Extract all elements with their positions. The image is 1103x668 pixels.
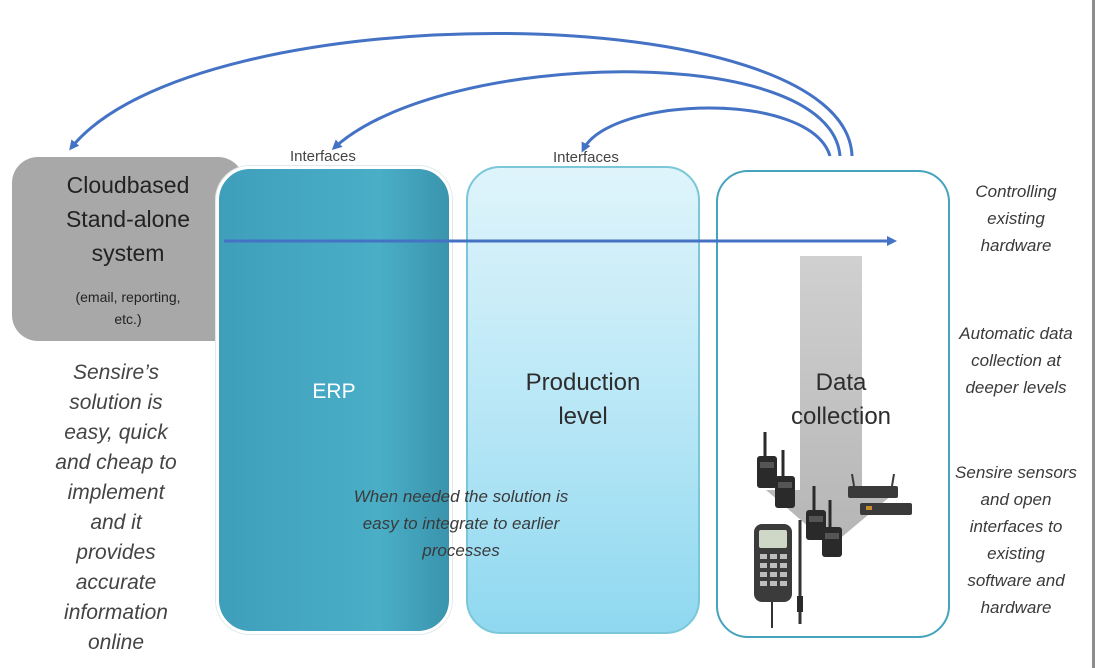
- gateway-device-icon: [848, 473, 912, 515]
- side-note-line: Sensire sensors: [955, 463, 1077, 482]
- side-note-line: hardware: [980, 598, 1052, 617]
- cloud-title-line: system: [91, 240, 165, 266]
- side-note-line: interfaces to: [969, 517, 1063, 536]
- upward-funnel-arrow: [766, 256, 898, 546]
- sensor-logger-icon: [757, 432, 777, 488]
- data-collection-label: Data collection: [756, 366, 926, 434]
- side-note-line: Controlling: [975, 182, 1057, 201]
- note-line: When needed the solution is: [353, 487, 569, 506]
- production-label-line: Production: [525, 369, 641, 396]
- sensor-logger-icon: [822, 500, 842, 557]
- sensor-logger-icon: [806, 486, 826, 540]
- arrow-to-cloud-system: [69, 32, 854, 157]
- sensor-logger-icon: [775, 450, 795, 508]
- data-collection-label-line: Data: [815, 369, 867, 396]
- cloud-system-title: Cloudbased Stand-alone system: [12, 168, 244, 270]
- summary-line: information: [64, 601, 168, 624]
- cloud-sub-line: (email, reporting,: [75, 289, 181, 305]
- data-collection-label-line: collection: [790, 403, 892, 430]
- summary-line: accurate: [75, 571, 157, 594]
- summary-line: and cheap to: [55, 451, 177, 474]
- cloud-sub-line: etc.): [114, 311, 142, 327]
- side-note-sensors: Sensire sensors and open interfaces to e…: [934, 459, 1098, 621]
- side-note-line: hardware: [980, 236, 1052, 255]
- production-level-label: Production level: [466, 366, 700, 434]
- summary-line: implement: [67, 481, 165, 504]
- production-label-line: level: [558, 403, 608, 430]
- handheld-meter-icon: [754, 520, 803, 628]
- summary-line: solution is: [69, 391, 163, 414]
- note-line: easy to integrate to earlier: [362, 514, 560, 533]
- side-note-automatic: Automatic data collection at deeper leve…: [934, 320, 1098, 401]
- side-note-controlling: Controlling existing hardware: [934, 178, 1098, 259]
- side-note-line: Automatic data: [959, 324, 1073, 343]
- cloud-title-line: Cloudbased: [66, 172, 190, 198]
- right-border-rule: [1092, 0, 1095, 668]
- cloud-title-line: Stand-alone: [65, 206, 191, 232]
- solution-summary-text: Sensire’s solution is easy, quick and ch…: [14, 358, 218, 658]
- arrow-to-production: [581, 106, 832, 157]
- cloud-system-subtitle: (email, reporting, etc.): [12, 286, 244, 330]
- integration-note: When needed the solution is easy to inte…: [300, 483, 622, 564]
- interfaces-label: Interfaces: [290, 148, 356, 165]
- side-note-line: existing: [987, 209, 1045, 228]
- summary-line: and it: [90, 511, 142, 534]
- side-note-line: deeper levels: [965, 378, 1067, 397]
- arrow-to-erp: [331, 70, 842, 157]
- summary-line: easy, quick: [64, 421, 168, 444]
- erp-box: [216, 166, 452, 634]
- side-note-line: existing: [987, 544, 1045, 563]
- production-level-box: [466, 166, 700, 634]
- summary-line: provides: [76, 541, 156, 564]
- side-note-line: collection at: [971, 351, 1061, 370]
- note-line: processes: [422, 541, 500, 560]
- erp-label: ERP: [312, 380, 356, 403]
- side-note-line: and open: [980, 490, 1052, 509]
- side-note-line: software and: [967, 571, 1065, 590]
- summary-line: Sensire’s: [73, 361, 159, 384]
- summary-line: online: [87, 631, 145, 654]
- cloud-system-box: [12, 157, 244, 341]
- interfaces-label: Interfaces: [553, 149, 619, 166]
